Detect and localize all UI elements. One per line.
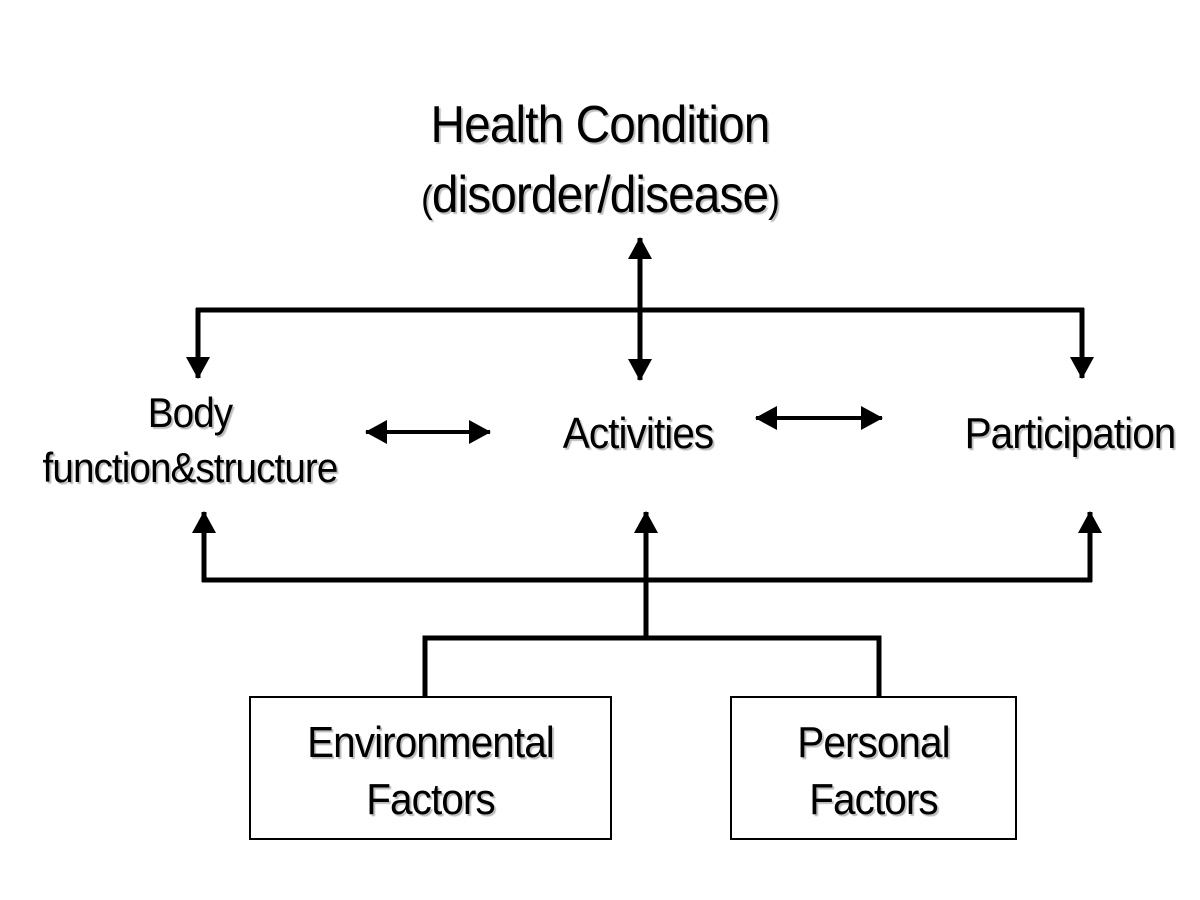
body-label-line2: function&structure xyxy=(42,443,339,491)
personal-line2: Factors xyxy=(809,775,938,825)
subtitle-text: disorder/disease xyxy=(431,166,769,224)
environmental-factors-box: Environmental Factors xyxy=(249,696,612,840)
factors-connector xyxy=(422,635,882,696)
participation-label: Participation xyxy=(964,409,1177,458)
activities-label: Activities xyxy=(562,409,714,458)
health-condition-title: Health Condition xyxy=(430,96,771,154)
environmental-factors-label: Environmental Factors xyxy=(265,714,595,828)
health-condition-subtitle: (disorder/disease) xyxy=(324,166,876,224)
personal-factors-label: Personal Factors xyxy=(743,714,1003,828)
personal-factors-box: Personal Factors xyxy=(730,696,1017,840)
personal-line1: Personal xyxy=(797,718,950,767)
subtitle-close-paren: ) xyxy=(768,179,780,221)
environmental-line2: Factors xyxy=(366,775,495,825)
subtitle-open-paren: ( xyxy=(421,179,433,221)
body-label-line1: Body xyxy=(147,389,233,436)
environmental-line1: Environmental xyxy=(307,718,555,767)
body-function-structure-label: Body function&structure xyxy=(15,386,365,495)
